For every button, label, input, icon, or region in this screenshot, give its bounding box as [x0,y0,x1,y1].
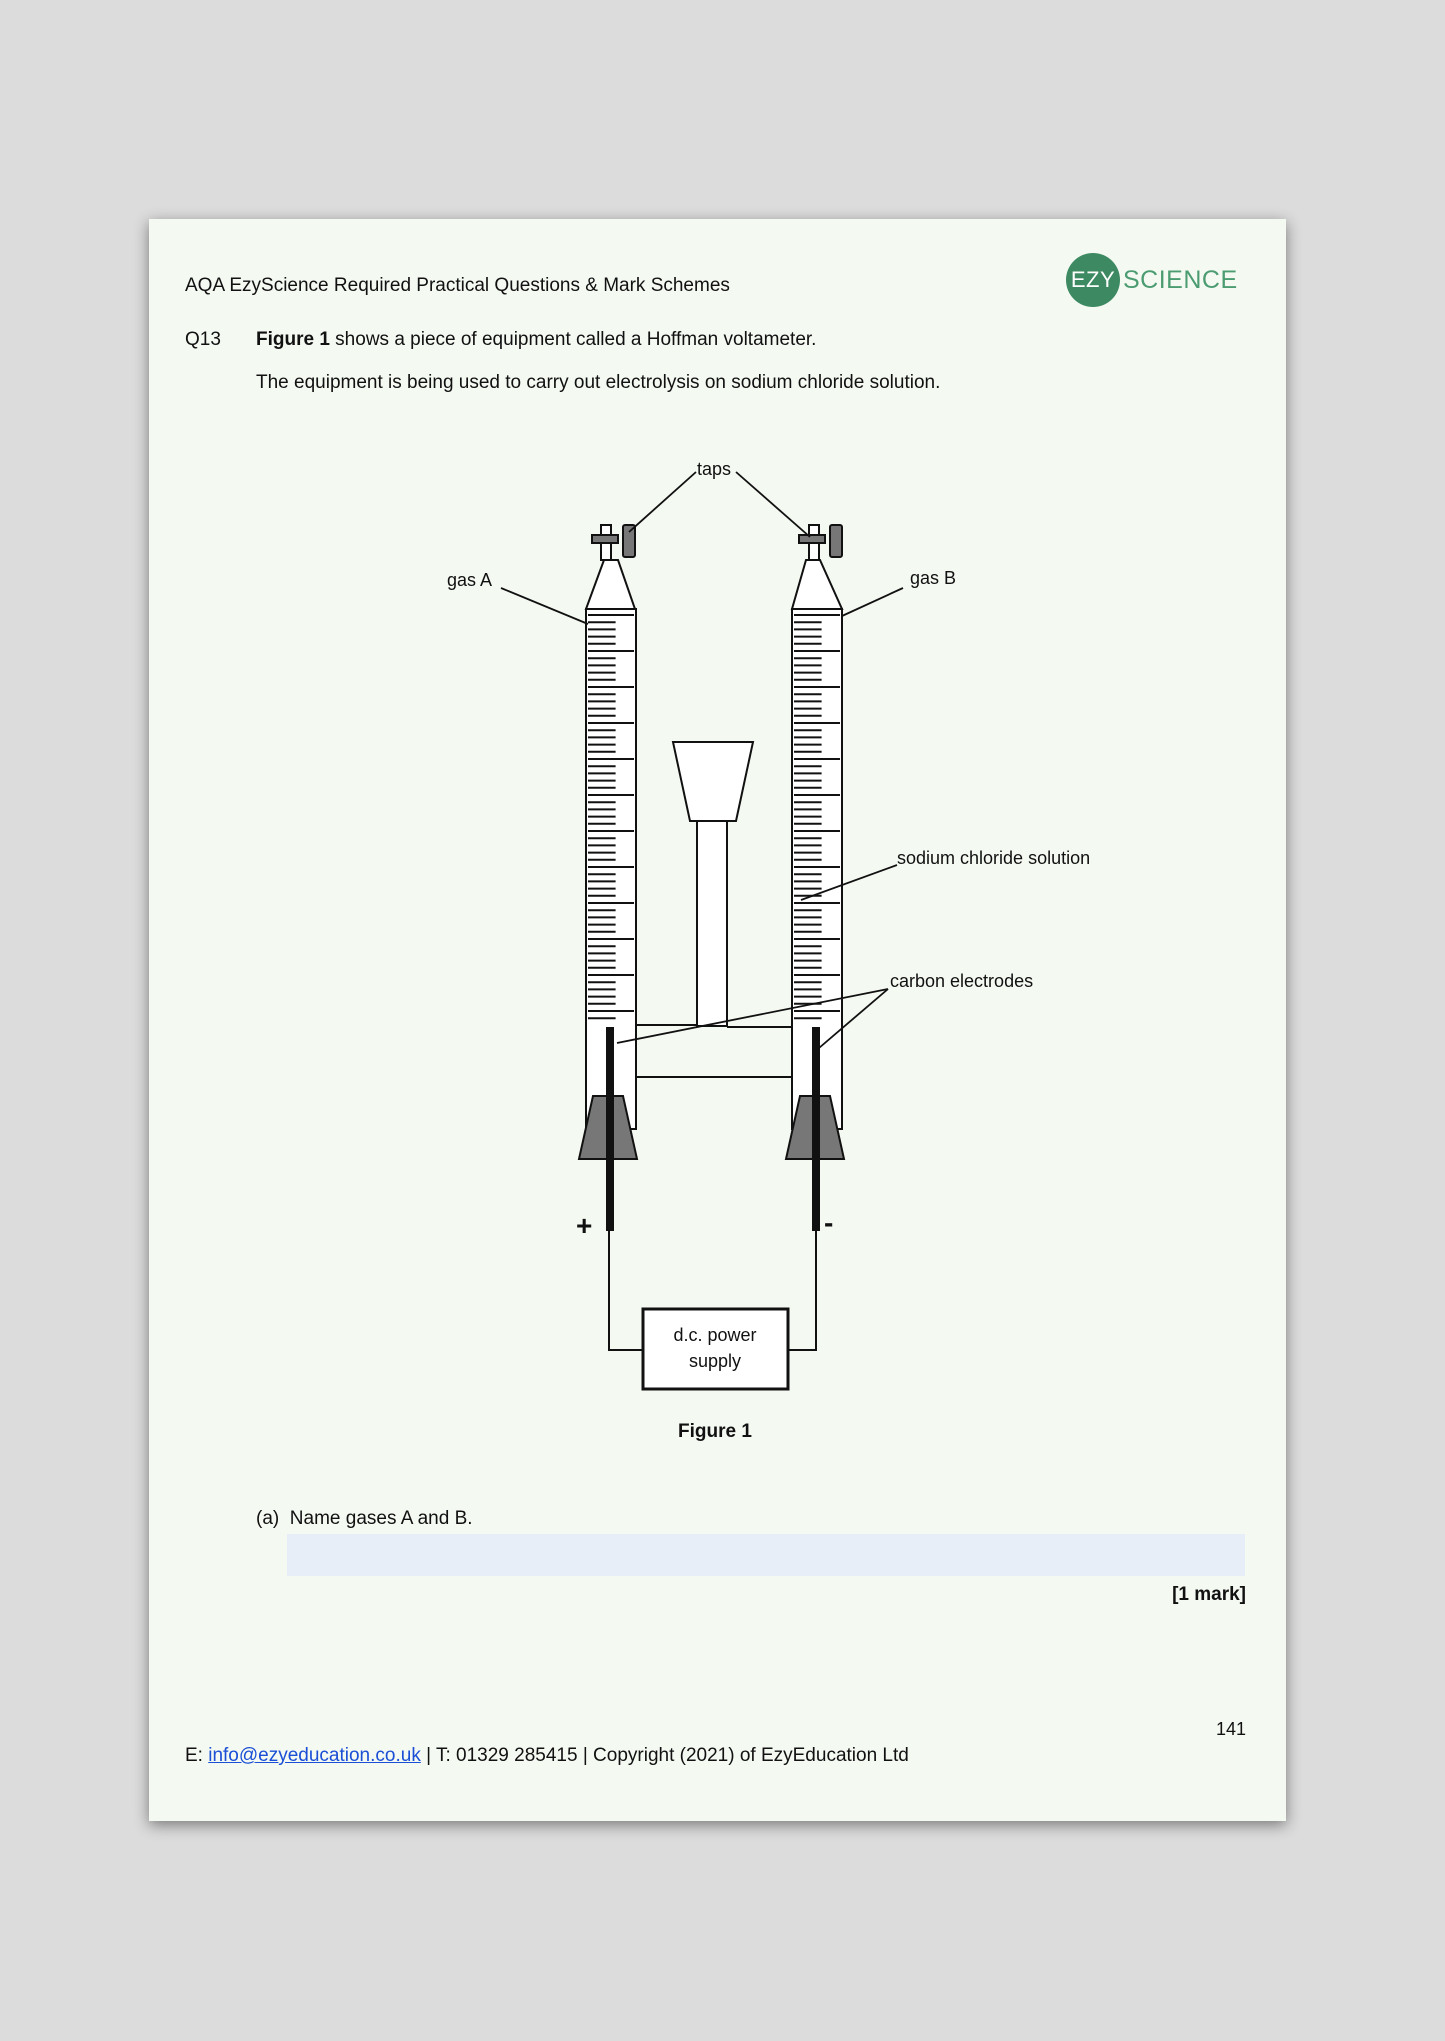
power-supply-label-line2: supply [689,1351,741,1371]
logo-badge: EZY [1066,253,1120,307]
ezyscience-logo: EZY SCIENCE [1066,252,1238,308]
positive-terminal-label: + [576,1210,592,1241]
figure-caption: Figure 1 [678,1421,752,1442]
part-a-marks: [1 mark] [1172,1584,1246,1605]
power-supply-box [641,1307,790,1391]
circuit-wires [608,1219,817,1351]
document-header-title: AQA EzyScience Required Practical Questi… [185,275,730,296]
left-tap [591,524,636,558]
part-a-label: (a) [256,1508,280,1529]
page-number: 141 [1215,1719,1246,1739]
footer-contact-copyright: | T: 01329 285415 | Copyright (2021) of … [420,1745,909,1766]
document-footer: E: info@ezyeducation.co.uk | T: 01329 28… [185,1745,909,1767]
part-a-text: Name gases A and B. [289,1508,473,1529]
figure-reference: Figure 1 [256,329,330,350]
question-context: The equipment is being used to carry out… [256,372,941,393]
negative-terminal-label: - [824,1207,833,1238]
taps-label: taps [697,459,731,479]
left-tube-graduations [588,614,634,1020]
footer-email-prefix: E: [185,1745,209,1766]
carbon-electrodes-label: carbon electrodes [890,971,1033,991]
central-reservoir [671,741,755,1027]
right-tube-graduations [794,614,840,1020]
part-a-answer-field[interactable] [287,1534,1245,1576]
right-carbon-electrode [812,1027,820,1231]
logo-wordmark: SCIENCE [1123,265,1238,294]
right-tap [798,524,843,558]
hoffman-voltameter-diagram: d.c. power supply [447,459,1090,1442]
power-supply-label-line1: d.c. power [673,1325,756,1345]
left-carbon-electrode [606,1027,614,1231]
label-leader-lines [500,471,904,1049]
question-number: Q13 [185,329,221,350]
part-a-prompt: (a) Name gases A and B. [256,1508,473,1530]
question-intro-text: shows a piece of equipment called a Hoff… [329,329,817,350]
footer-email-link[interactable]: info@ezyeducation.co.uk [208,1745,421,1766]
gas-a-label: gas A [447,570,492,590]
sodium-chloride-solution-label: sodium chloride solution [897,848,1090,868]
question-intro: Figure 1 shows a piece of equipment call… [256,329,816,351]
gas-b-label: gas B [910,568,956,588]
document-page: AQA EzyScience Required Practical Questi… [149,219,1286,1821]
connecting-channel [635,1024,793,1081]
